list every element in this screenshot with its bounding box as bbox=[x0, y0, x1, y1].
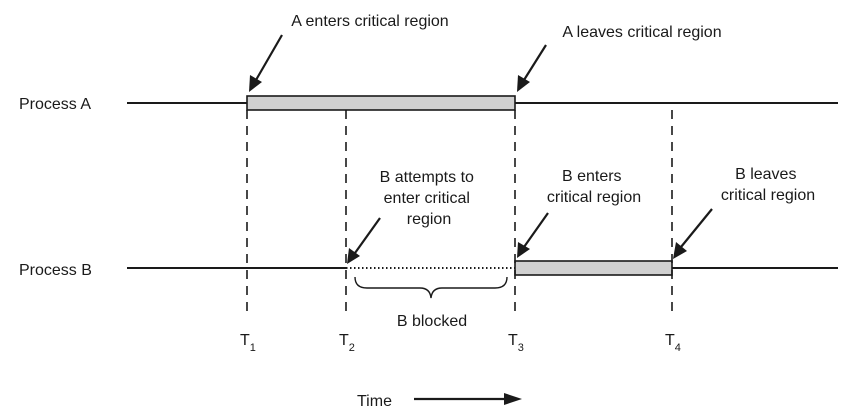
b-attempts-line-3: region bbox=[407, 211, 451, 228]
b-blocked-brace bbox=[354, 276, 508, 299]
b-attempts-arrow-head bbox=[347, 248, 360, 264]
b-leaves-label: B leaves critical region bbox=[721, 166, 815, 204]
b-enters-line-2: critical region bbox=[547, 189, 641, 206]
b-attempts-arrow-shaft bbox=[354, 217, 381, 254]
b-enters-label: B enters critical region bbox=[547, 168, 641, 206]
b-leaves-arrow-shaft bbox=[680, 208, 713, 248]
time-axis-label: Time bbox=[357, 393, 392, 410]
b-enters-arrow-head bbox=[517, 242, 530, 258]
time-mark-t1: T1 bbox=[240, 332, 256, 354]
a-leaves-arrow-head bbox=[517, 75, 530, 92]
time-mark-t4: T4 bbox=[665, 332, 681, 354]
time-mark-t3: T3 bbox=[508, 332, 524, 354]
process-b-label: Process B bbox=[19, 262, 92, 279]
a-leaves-label: A leaves critical region bbox=[562, 24, 721, 41]
b-leaves-line-1: B leaves bbox=[735, 166, 796, 183]
b-leaves-arrow-head bbox=[673, 242, 687, 259]
a-enters-label: A enters critical region bbox=[291, 13, 448, 30]
b-attempts-label: B attempts to enter critical region bbox=[380, 169, 479, 228]
b-enters-arrow-shaft bbox=[523, 212, 549, 248]
b-attempts-line-1: B attempts to bbox=[380, 169, 474, 186]
time-mark-t2: T2 bbox=[339, 332, 355, 354]
a-leaves-arrow-shaft bbox=[523, 44, 547, 81]
process-a-label: Process A bbox=[19, 96, 91, 113]
b-leaves-line-2: critical region bbox=[721, 187, 815, 204]
time-arrow-head bbox=[504, 393, 522, 405]
b-blocked-label: B blocked bbox=[397, 313, 467, 330]
process-a-critical-region-bar bbox=[246, 95, 516, 111]
b-enters-line-1: B enters bbox=[562, 168, 622, 185]
a-enters-arrow-head bbox=[249, 75, 262, 92]
process-b-critical-region-bar bbox=[514, 260, 673, 276]
b-attempts-line-2: enter critical bbox=[384, 190, 470, 207]
a-enters-arrow-shaft bbox=[255, 34, 283, 81]
